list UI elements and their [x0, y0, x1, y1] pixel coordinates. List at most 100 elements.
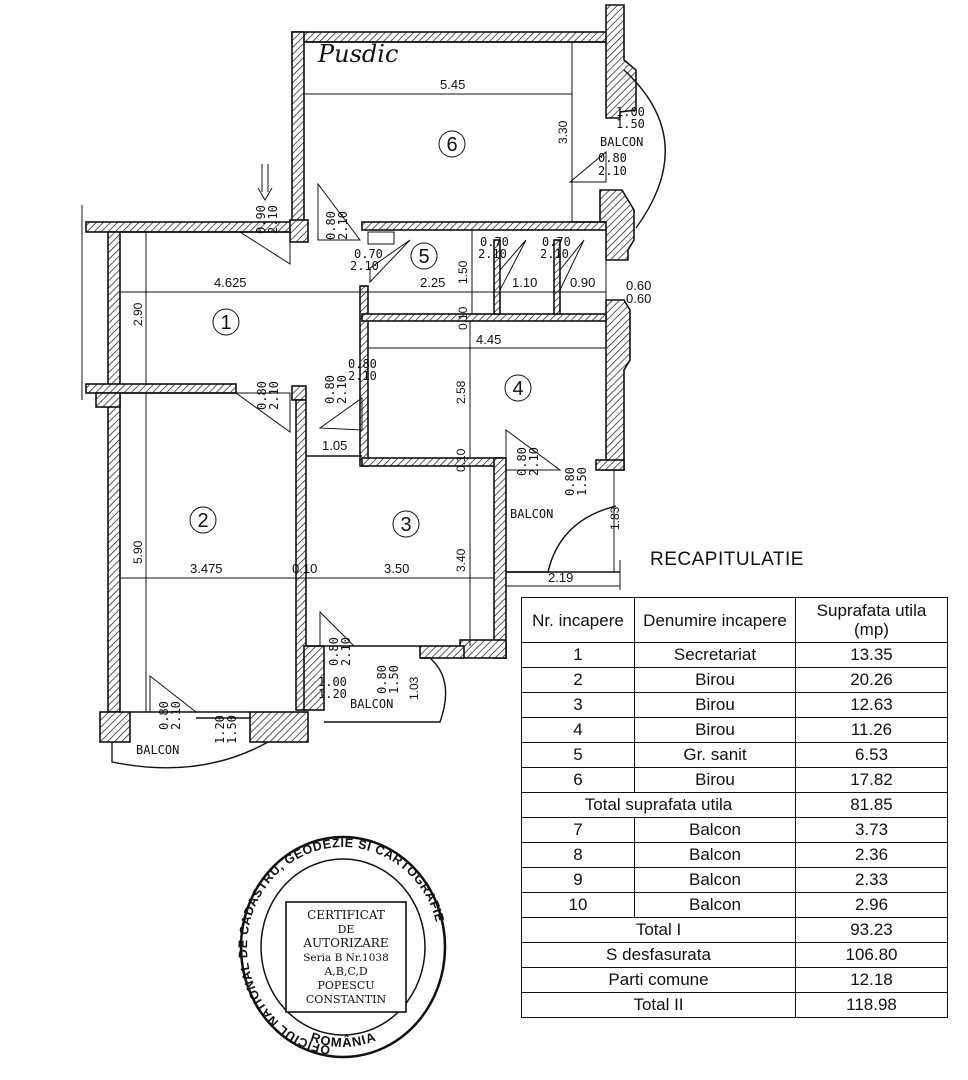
- wall: [291, 31, 615, 43]
- door-annotation: 0.80: [375, 665, 389, 694]
- cell: 6: [521, 767, 635, 793]
- cell: 12.18: [795, 967, 948, 993]
- room-label-3: 3: [392, 510, 420, 538]
- dim-gap3: 0.10: [292, 561, 317, 576]
- door-annotation: 1.00: [616, 105, 645, 119]
- door-annotation: 2.10: [478, 247, 507, 261]
- svg-text:5: 5: [418, 246, 429, 268]
- cell: 4: [521, 717, 635, 743]
- door-annotation: 1.00: [318, 675, 347, 689]
- wall: [249, 711, 309, 743]
- door-swing: [499, 239, 527, 291]
- svg-text:1: 1: [220, 312, 231, 334]
- door-annotation: 1.50: [575, 467, 589, 496]
- door-swing: [369, 239, 411, 284]
- room-label-4: 4: [504, 374, 532, 402]
- svg-text:3: 3: [400, 514, 411, 536]
- dim-r1-width: 4.625: [214, 275, 247, 290]
- dim-b103: 1.03: [407, 676, 421, 700]
- door-annotation: 1.50: [616, 117, 645, 131]
- cell: 7: [521, 817, 635, 843]
- door-annotation: 0.80: [598, 151, 627, 165]
- door-annotation: 0.80: [323, 375, 337, 404]
- cell: 6.53: [795, 742, 948, 768]
- door-swing: [559, 239, 585, 291]
- door-annotation: 2.10: [350, 259, 379, 273]
- door-annotation: 0.80: [327, 637, 341, 666]
- dim-r3-height: 3.40: [454, 548, 468, 572]
- table-total-row: Total I 93.23: [521, 917, 948, 943]
- cell: Birou: [634, 767, 796, 793]
- wall: [361, 221, 607, 231]
- door-annotation: 2.10: [335, 375, 349, 404]
- wall: [107, 231, 121, 713]
- cell: 20.26: [795, 667, 948, 693]
- cell: S desfasurata: [521, 942, 796, 968]
- table-row: 7 Balcon 3.73: [521, 817, 948, 843]
- wall: [361, 313, 607, 322]
- cell: Gr. sanit: [634, 742, 796, 768]
- cell: 12.63: [795, 692, 948, 718]
- door-annotation: 2.10: [339, 637, 353, 666]
- cell: Total II: [521, 992, 796, 1018]
- door-annotation: 1.20: [318, 687, 347, 701]
- dim-r4-width: 4.45: [476, 332, 501, 347]
- wall: [295, 399, 307, 711]
- cell: 2.36: [795, 842, 948, 868]
- balcony-label: BALCON: [600, 135, 643, 149]
- cell: 13.35: [795, 642, 948, 668]
- table-row: 9 Balcon 2.33: [521, 867, 948, 893]
- wall: [291, 31, 305, 223]
- wall: [361, 457, 503, 467]
- wall: [605, 299, 631, 471]
- table-row: 1 Secretariat 13.35: [521, 642, 948, 668]
- dim-r3-width: 3.50: [384, 561, 409, 576]
- signature: Pusdic: [317, 40, 398, 68]
- dim-r5-width: 2.25: [420, 275, 445, 290]
- cell: 2: [521, 667, 635, 693]
- door-annotation: 0.70: [480, 235, 509, 249]
- dim-r3-step: 1.05: [322, 438, 347, 453]
- door-swing: [319, 610, 356, 647]
- balcony-outline: [324, 657, 447, 723]
- cell: 11.26: [795, 717, 948, 743]
- header-suprafata: Suprafata utila (mp): [795, 597, 948, 643]
- dim-balcony-depth: 1.83: [608, 506, 622, 530]
- wall: [291, 385, 307, 401]
- door-annotation: 2.10: [336, 211, 350, 240]
- sink-icon: [367, 231, 395, 245]
- balcony-outline: [506, 505, 617, 573]
- door-swing: [238, 231, 291, 265]
- door-annotation: 2.10: [266, 205, 280, 234]
- dim-r5-w2: 1.10: [512, 275, 537, 290]
- recap-table: Nr. incapere Denumire incapere Suprafata…: [521, 597, 948, 1018]
- stamp-country: ROMÂNIA: [309, 1029, 377, 1050]
- recap-title: RECAPITULATIE: [650, 549, 804, 570]
- dim-r6-height: 3.30: [556, 120, 570, 144]
- door-annotation: 1.50: [387, 665, 401, 694]
- cell: 9: [521, 867, 635, 893]
- stamp-line: A,B,C,D: [323, 965, 368, 978]
- balcony-outline: [623, 69, 666, 229]
- dim-r5-w3: 0.90: [570, 275, 595, 290]
- cadastre-stamp: OFICIUL NATIONAL DE CADASTRU, GEODEZIE S…: [238, 835, 446, 1059]
- cell: Balcon: [634, 817, 796, 843]
- dim-r6-width: 5.45: [440, 77, 465, 92]
- door-swing: [149, 674, 198, 713]
- door-annotation: 0.80: [348, 357, 377, 371]
- door-swing: [317, 182, 361, 241]
- balcony-label: BALCON: [510, 507, 553, 521]
- cell: Birou: [634, 692, 796, 718]
- table-row: 5 Gr. sanit 6.53: [521, 742, 948, 768]
- door-annotation: 0.70: [542, 235, 571, 249]
- door-swing: [505, 429, 562, 471]
- room-label-5: 5: [410, 242, 438, 270]
- cell: 10: [521, 892, 635, 918]
- wall: [99, 711, 131, 743]
- dim-gap2: 0.10: [454, 448, 468, 472]
- cell: 2.96: [795, 892, 948, 918]
- stamp-line: Seria B Nr.1038: [303, 952, 389, 964]
- door-annotation: 2.10: [267, 381, 281, 410]
- door-swing: [318, 397, 363, 431]
- wall: [595, 459, 625, 471]
